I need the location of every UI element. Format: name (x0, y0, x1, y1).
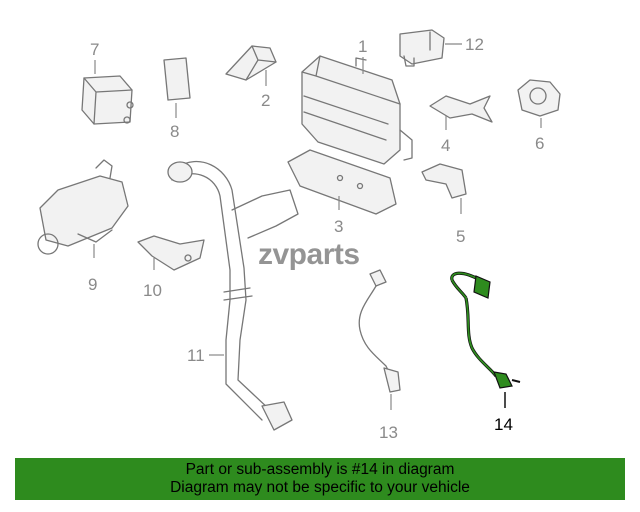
part-1 (301, 55, 413, 165)
callout-7: 7 (90, 40, 99, 59)
part-5 (421, 163, 467, 199)
info-banner: Part or sub-assembly is #14 in diagram D… (15, 458, 625, 500)
banner-line-1: Part or sub-assembly is #14 in diagram (185, 461, 455, 478)
callout-13: 13 (379, 423, 398, 442)
callout-5: 5 (456, 227, 465, 246)
callout-6: 6 (535, 134, 544, 153)
part-7 (81, 75, 134, 125)
part-9 (37, 159, 129, 255)
callout-14: 14 (494, 415, 513, 434)
callout-4: 4 (441, 136, 450, 155)
callout-3: 3 (334, 217, 343, 236)
banner-line-2: Diagram may not be specific to your vehi… (170, 479, 470, 496)
part-12 (399, 29, 445, 67)
part-4 (429, 95, 493, 123)
callout-12: 12 (465, 35, 484, 54)
callout-2: 2 (261, 91, 270, 110)
part-14-oxygen-sensor[interactable] (450, 271, 521, 389)
watermark-logo: zvparts (258, 238, 360, 271)
callout-8: 8 (170, 122, 179, 141)
part-8 (163, 57, 191, 101)
part-3 (287, 149, 397, 215)
part-6 (517, 79, 561, 117)
part-11 (167, 160, 299, 431)
part-10 (137, 235, 205, 271)
part-2 (225, 45, 277, 81)
part-13 (358, 269, 401, 393)
callout-9: 9 (88, 275, 97, 294)
callout-11: 11 (187, 346, 205, 365)
callout-10: 10 (143, 281, 162, 300)
callout-1: 1 (358, 37, 367, 56)
